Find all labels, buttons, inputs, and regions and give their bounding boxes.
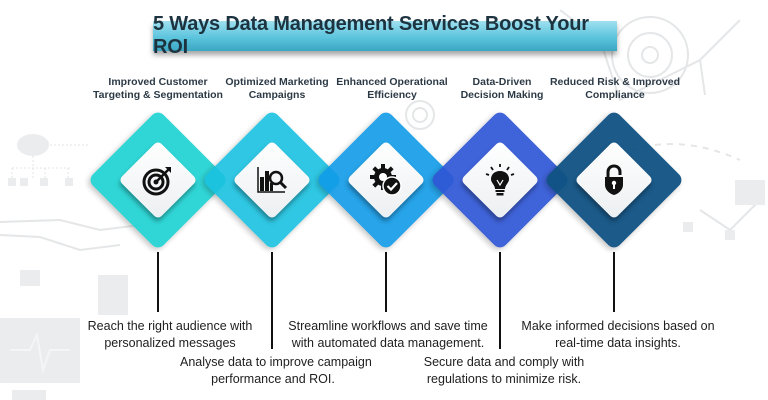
connector-line-4 <box>499 252 501 349</box>
description-line: performance and ROI. <box>211 372 335 386</box>
description-customer-targeting: Reach the right audience with personaliz… <box>82 318 258 352</box>
heading-line: Targeting & Segmentation <box>93 89 223 101</box>
description-marketing-campaigns: Analyse data to improve campaign perform… <box>180 354 372 388</box>
description-line: regulations to minimize risk. <box>426 372 582 386</box>
description-line: Make informed decisions based on <box>521 319 715 333</box>
heading-operational-efficiency: Enhanced Operational Efficiency <box>317 76 467 102</box>
chart-search-icon <box>257 167 288 193</box>
gear-check-icon <box>370 164 402 196</box>
heading-line: Efficiency <box>367 89 417 101</box>
heading-line: Data-Driven <box>472 76 532 88</box>
heading-marketing-campaigns: Optimized Marketing Campaigns <box>202 76 352 102</box>
heading-line: Campaigns <box>248 89 306 101</box>
connector-line-1 <box>157 252 159 312</box>
heading-line: Decision Making <box>460 89 544 101</box>
heading-line: Enhanced Operational <box>336 76 448 88</box>
heading-line: Optimized Marketing <box>225 76 329 88</box>
description-line: Secure data and comply with <box>423 355 585 369</box>
lightbulb-icon <box>485 164 515 196</box>
heading-data-driven-decisions: Data-Driven Decision Making <box>427 76 577 102</box>
connector-line-2 <box>271 252 273 349</box>
padlock-icon <box>605 164 623 195</box>
description-line: with automated data management. <box>291 336 485 350</box>
description-line: Analyse data to improve campaign <box>180 355 372 369</box>
heading-risk-compliance: Reduced Risk & Improved Compliance <box>540 76 690 102</box>
description-line: personalized messages <box>104 336 236 350</box>
heading-line: Compliance <box>585 89 645 101</box>
heading-line: Reduced Risk & Improved <box>549 76 681 88</box>
description-line: Streamline workflows and save time <box>288 319 488 333</box>
description-line: Reach the right audience with <box>87 319 253 333</box>
description-operational-efficiency: Streamline workflows and save time with … <box>282 318 494 352</box>
description-line: real-time data insights. <box>555 336 681 350</box>
description-data-driven-decisions: Secure data and comply with regulations … <box>418 354 590 388</box>
connector-line-5 <box>613 252 615 312</box>
connector-line-3 <box>385 252 387 312</box>
heading-customer-targeting: Improved Customer Targeting & Segmentati… <box>83 76 233 102</box>
heading-line: Improved Customer <box>108 76 208 88</box>
target-icon <box>142 167 171 196</box>
description-risk-compliance: Make informed decisions based on real-ti… <box>514 318 722 352</box>
page-title: 5 Ways Data Management Services Boost Yo… <box>153 13 617 58</box>
